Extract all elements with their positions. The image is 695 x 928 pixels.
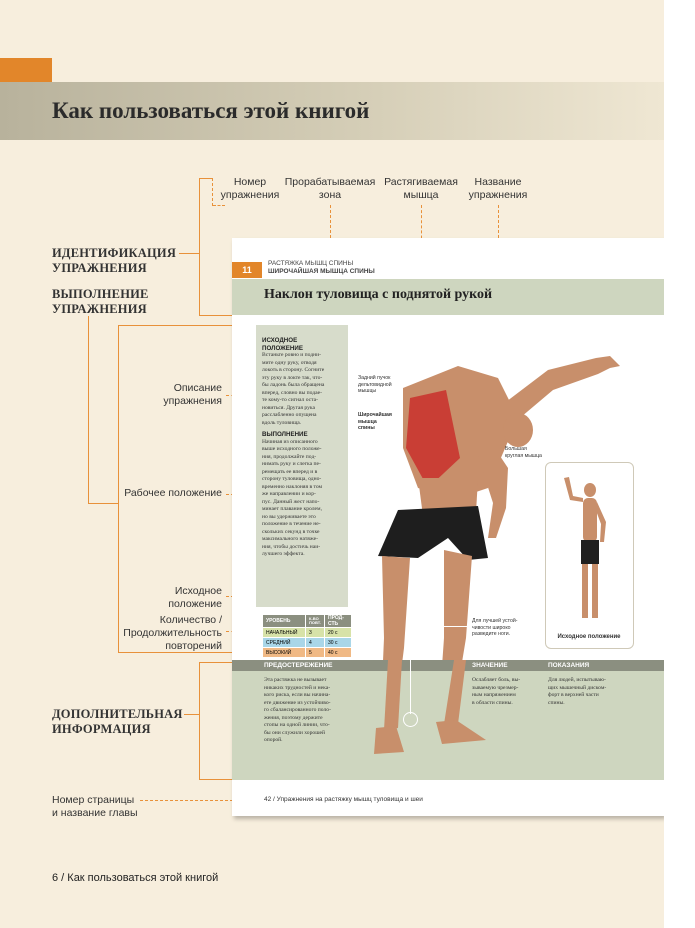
start-position-illustration: [564, 477, 606, 618]
section-additional-info: ДОПОЛНИТЕЛЬНАЯ ИНФОРМАЦИЯ: [52, 707, 183, 736]
exec-heading: ВЫПОЛНЕНИЕ: [262, 431, 308, 438]
bracket: [179, 253, 199, 255]
muscle-label-deltoid: Задний пучок дельтовидной мышцы: [358, 375, 392, 394]
meaning-heading: ЗНАЧЕНИЕ: [472, 662, 508, 669]
page-footer: 6 / Как пользоваться этой книгой: [52, 872, 219, 884]
table-row: НАЧАЛЬНЫЙ 3 20 с: [262, 627, 352, 638]
table-cell: 3: [305, 627, 325, 638]
bracket: [118, 652, 232, 654]
meaning-text: Ослабляет боль, вы- зываемую чрезмер- ны…: [472, 677, 521, 706]
bracket: [199, 178, 201, 316]
title-band: [0, 82, 664, 140]
connector: [212, 178, 213, 206]
section-execution: ВЫПОЛНЕНИЕ УПРАЖНЕНИЯ: [52, 287, 149, 316]
label-exercise-name: Название упражнения: [468, 176, 528, 201]
label-description: Описание упражнения: [163, 382, 222, 407]
table-cell: 30 с: [324, 637, 352, 648]
bracket: [88, 316, 90, 504]
info-header-bar: [232, 660, 664, 671]
table-header: ПРОД-СТЬ: [324, 614, 352, 628]
muscle-label-lat: Широчайшая мышца спины: [358, 412, 392, 431]
book-page: Как пользоваться этой книгой Номер упраж…: [0, 0, 664, 928]
exercise-title: Наклон туловища с поднятой рукой: [264, 287, 493, 302]
category-muscle: ШИРОЧАЙШАЯ МЫШЦА СПИНЫ: [268, 268, 375, 275]
label-working-position: Рабочее положение: [124, 487, 222, 499]
bracket: [199, 662, 201, 780]
table-row: ВЫСОКИЙ 5 40 с: [262, 647, 352, 658]
description-box: [256, 325, 348, 607]
table-cell: 20 с: [324, 627, 352, 638]
label-stretched-muscle: Растягиваемая мышца: [384, 176, 458, 201]
sample-page-footer: 42 / Упражнения на растяжку мышц туловищ…: [264, 796, 423, 803]
indications-text: Для людей, испытываю- щих мышечный диско…: [548, 677, 607, 706]
tip-pointer-line: [410, 626, 472, 627]
page-title: Как пользоваться этой книгой: [52, 98, 370, 123]
label-start-position: Исходное положение: [168, 585, 222, 610]
table-header: УРОВЕНЬ: [262, 614, 306, 628]
label-page-number: Номер страницы и название главы: [52, 794, 138, 819]
table-cell: 4: [305, 637, 325, 648]
label-exercise-number: Номер упражнения: [220, 176, 280, 201]
connector: [330, 205, 331, 253]
exercise-number-badge: 11: [232, 262, 262, 278]
repetition-table: УРОВЕНЬ К-ВО ПОВТ. ПРОД-СТЬ НАЧАЛЬНЫЙ 3 …: [262, 614, 352, 658]
table-cell: НАЧАЛЬНЫЙ: [262, 627, 306, 638]
bracket: [199, 315, 232, 317]
bracket: [184, 714, 199, 716]
table-cell: ВЫСОКИЙ: [262, 647, 306, 658]
exercise-title-band: [232, 279, 664, 315]
muscle-label-teres: Большая круглая мышца: [505, 446, 542, 459]
bracket: [199, 779, 232, 781]
table-header: К-ВО ПОВТ.: [305, 614, 325, 628]
chapter-tab: [0, 58, 52, 82]
table-header-row: УРОВЕНЬ К-ВО ПОВТ. ПРОД-СТЬ: [262, 614, 352, 628]
tip-marker-circle: [403, 712, 418, 727]
table-row: СРЕДНИЙ 4 30 с: [262, 637, 352, 648]
section-identification: ИДЕНТИФИКАЦИЯ УПРАЖНЕНИЯ: [52, 246, 177, 275]
tip-text: Для лучшей устой- чивости широко разведи…: [472, 618, 518, 637]
exec-text: Начиная из описанного выше исходного пол…: [262, 438, 323, 558]
table-cell: СРЕДНИЙ: [262, 637, 306, 648]
connector: [213, 205, 225, 206]
exercise-category: РАСТЯЖКА МЫШЦ СПИНЫ ШИРОЧАЙШАЯ МЫШЦА СПИ…: [268, 260, 375, 276]
description-content: ИСХОДНОЕ ПОЛОЖЕНИЕ Встаньте ровно и подн…: [262, 337, 346, 559]
bracket: [118, 325, 232, 327]
table-cell: 40 с: [324, 647, 352, 658]
warning-text: Эта растяжка не вызывает никаких труднос…: [264, 677, 331, 743]
bracket: [118, 325, 120, 653]
main-illustration-legs: [374, 660, 486, 754]
table-cell: 5: [305, 647, 325, 658]
start-figure-caption: Исходное положение: [557, 634, 621, 640]
bracket: [88, 503, 118, 505]
label-worked-zone: Прорабатываемая зона: [284, 176, 376, 201]
start-text: Встаньте ровно и подни- мите одну руку, …: [262, 352, 325, 426]
category-zone: РАСТЯЖКА МЫШЦ СПИНЫ: [268, 260, 354, 267]
tip-pointer-line: [410, 626, 411, 714]
start-heading: ИСХОДНОЕ ПОЛОЖЕНИЕ: [262, 337, 303, 352]
indications-heading: ПОКАЗАНИЯ: [548, 662, 590, 669]
bracket: [199, 662, 232, 664]
connector: [140, 800, 258, 801]
label-repetitions: Количество / Продолжительность повторени…: [123, 614, 222, 652]
warning-heading: ПРЕДОСТЕРЕЖЕНИЕ: [264, 662, 333, 669]
connector: [199, 178, 213, 179]
connector: [421, 205, 422, 269]
